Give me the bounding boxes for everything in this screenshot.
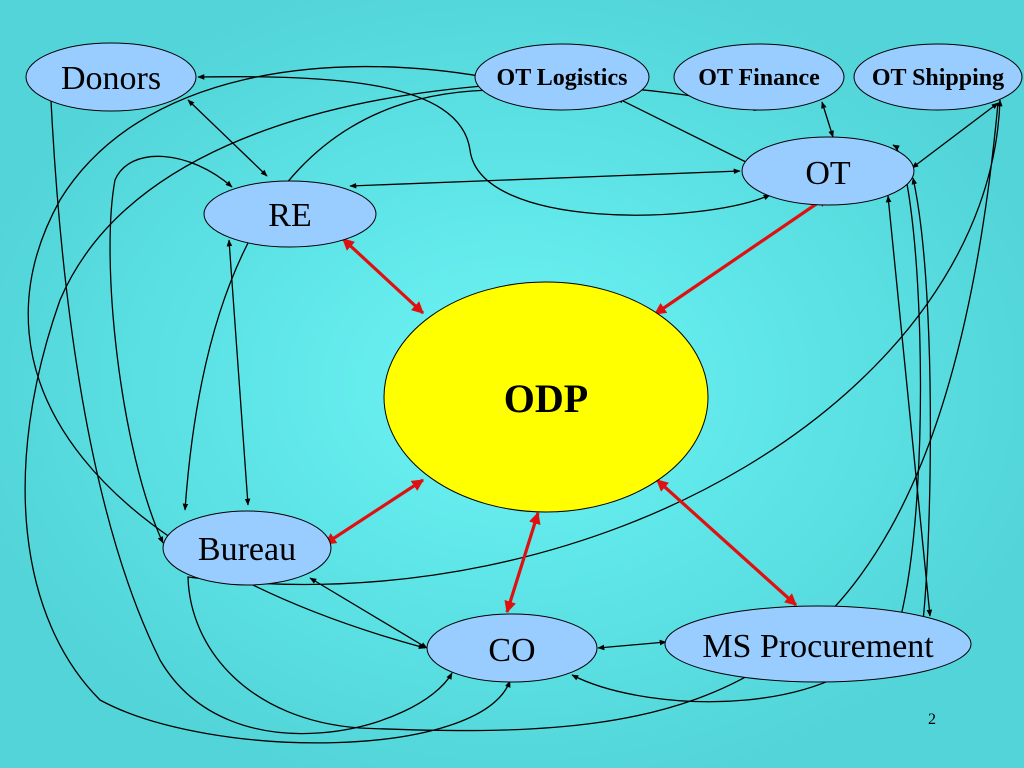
link-re-left xyxy=(109,155,233,544)
node-label-bureau: Bureau xyxy=(198,531,296,568)
link-bureau-co xyxy=(309,577,428,649)
node-ot-finance: OT Finance xyxy=(673,43,845,111)
nodes: Donors OT Logistics OT Finance OT Shippi… xyxy=(25,42,1023,683)
node-ot: OT xyxy=(741,136,915,206)
arrow-odp-ot xyxy=(654,194,829,316)
link-re-ot xyxy=(349,168,741,189)
node-label-ot-logistics: OT Logistics xyxy=(497,65,628,91)
page-number: 2 xyxy=(928,711,936,728)
node-odp: ODP xyxy=(383,281,709,513)
connector-lines xyxy=(24,65,1003,744)
node-label-re: RE xyxy=(268,197,311,234)
link-donors-re xyxy=(187,99,268,177)
link-ot-co xyxy=(571,144,922,703)
node-ms-procurement: MS Procurement xyxy=(664,605,972,683)
node-label-donors: Donors xyxy=(61,60,161,97)
arrow-odp-re xyxy=(341,237,425,315)
node-ot-shipping: OT Shipping xyxy=(853,43,1023,111)
node-label-odp: ODP xyxy=(504,376,588,421)
node-co: CO xyxy=(426,613,598,683)
node-ot-logistics: OT Logistics xyxy=(474,43,650,111)
node-donors: Donors xyxy=(25,42,197,112)
node-label-ot: OT xyxy=(805,155,851,192)
node-label-ot-shipping: OT Shipping xyxy=(872,65,1004,91)
node-re: RE xyxy=(203,180,377,248)
link-finance-ot xyxy=(821,101,834,138)
link-donors-co xyxy=(47,79,453,735)
link-ot-right xyxy=(911,177,932,641)
arrow-odp-bureau xyxy=(323,478,425,546)
link-shipping-ot xyxy=(911,102,999,169)
node-label-co: CO xyxy=(488,632,535,669)
odp-arrows xyxy=(323,194,829,614)
arrow-odp-ms xyxy=(655,478,798,607)
link-re-bureau xyxy=(226,239,251,506)
link-bureau-top xyxy=(24,82,511,744)
link-co-ms xyxy=(597,639,667,651)
node-label-ms-procurement: MS Procurement xyxy=(702,628,934,665)
link-ot-ms xyxy=(885,195,933,617)
node-label-ot-finance: OT Finance xyxy=(698,65,820,91)
arrow-odp-co xyxy=(504,511,541,614)
node-bureau: Bureau xyxy=(162,510,332,586)
